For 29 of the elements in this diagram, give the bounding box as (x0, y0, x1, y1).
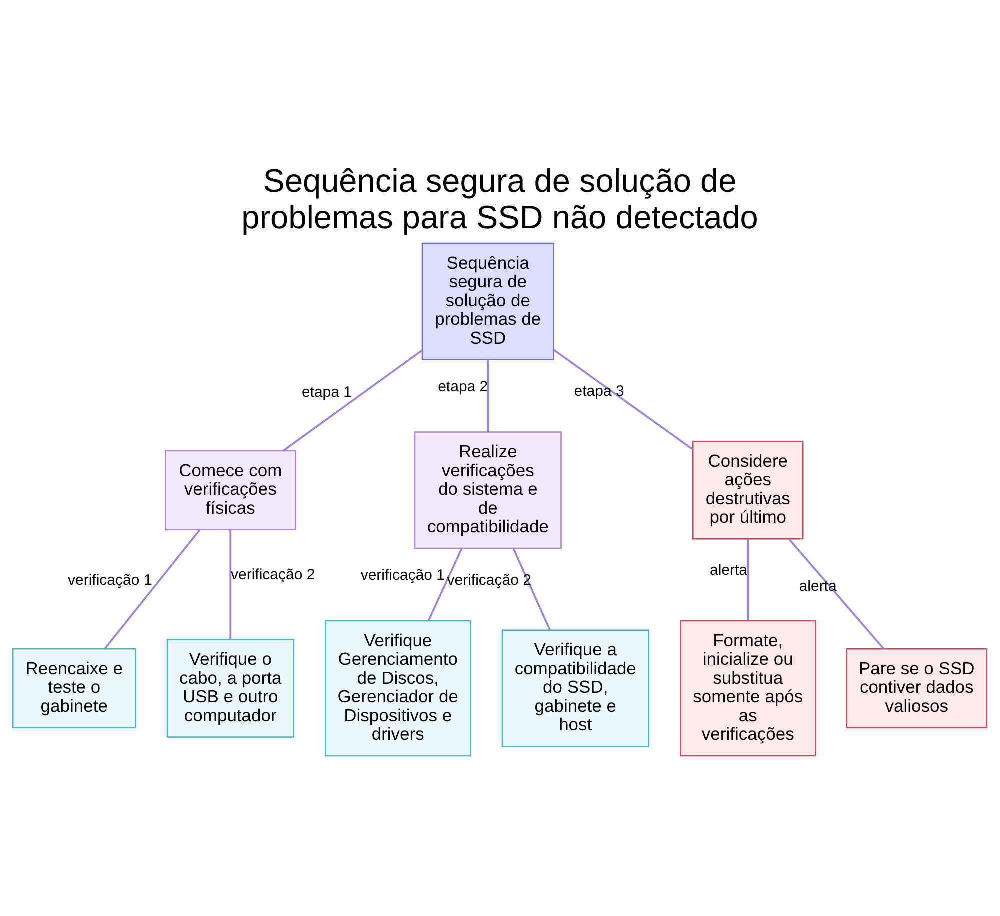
edge-label: alerta (710, 562, 748, 578)
connector (554, 348, 694, 450)
node-box: Comece com verificações físicas (165, 450, 296, 530)
node-box: Reencaixe e teste o gabinete (12, 648, 136, 728)
edge-label: etapa 2 (438, 378, 488, 396)
connector (283, 349, 424, 452)
edge-label: verificação 1 (68, 572, 152, 589)
diagram-title: Sequência segura de solução de problemas para SSD não detectado (242, 162, 758, 235)
connector (230, 529, 232, 639)
connector (788, 538, 885, 650)
node-box: Formate, inicialize ou substitua somente após as verificações (680, 620, 816, 756)
edge-label: etapa 1 (302, 384, 352, 401)
node-box: Verifique o cabo, a porta USB e outro computador (166, 638, 294, 738)
edge-label: verificação 1 (360, 566, 446, 584)
connector (104, 528, 201, 649)
node-box: Realize verificações do sistema e de compatibilidade (414, 431, 562, 549)
connector (747, 538, 750, 620)
edge-label: etapa 3 (574, 382, 624, 400)
connector (512, 548, 551, 630)
connector (487, 359, 490, 432)
node-box: Pare se o SSD contiver dados valiosos (846, 648, 988, 728)
edge-label: verificação 2 (231, 566, 316, 583)
node-box: Verifique Gerenciamento de Discos, Gerenciador de Dispositivos e drivers (325, 620, 472, 756)
node-box: Sequência segura de solução de problemas de SSD (422, 242, 554, 360)
connector (428, 548, 463, 621)
node-box: Considere ações destrutivas por último (692, 440, 804, 540)
edge-label: alerta (799, 577, 837, 594)
edge-label: verificação 2 (447, 572, 532, 589)
node-box: Verifique a compatibilidade do SSD, gabinete e host (502, 629, 650, 747)
